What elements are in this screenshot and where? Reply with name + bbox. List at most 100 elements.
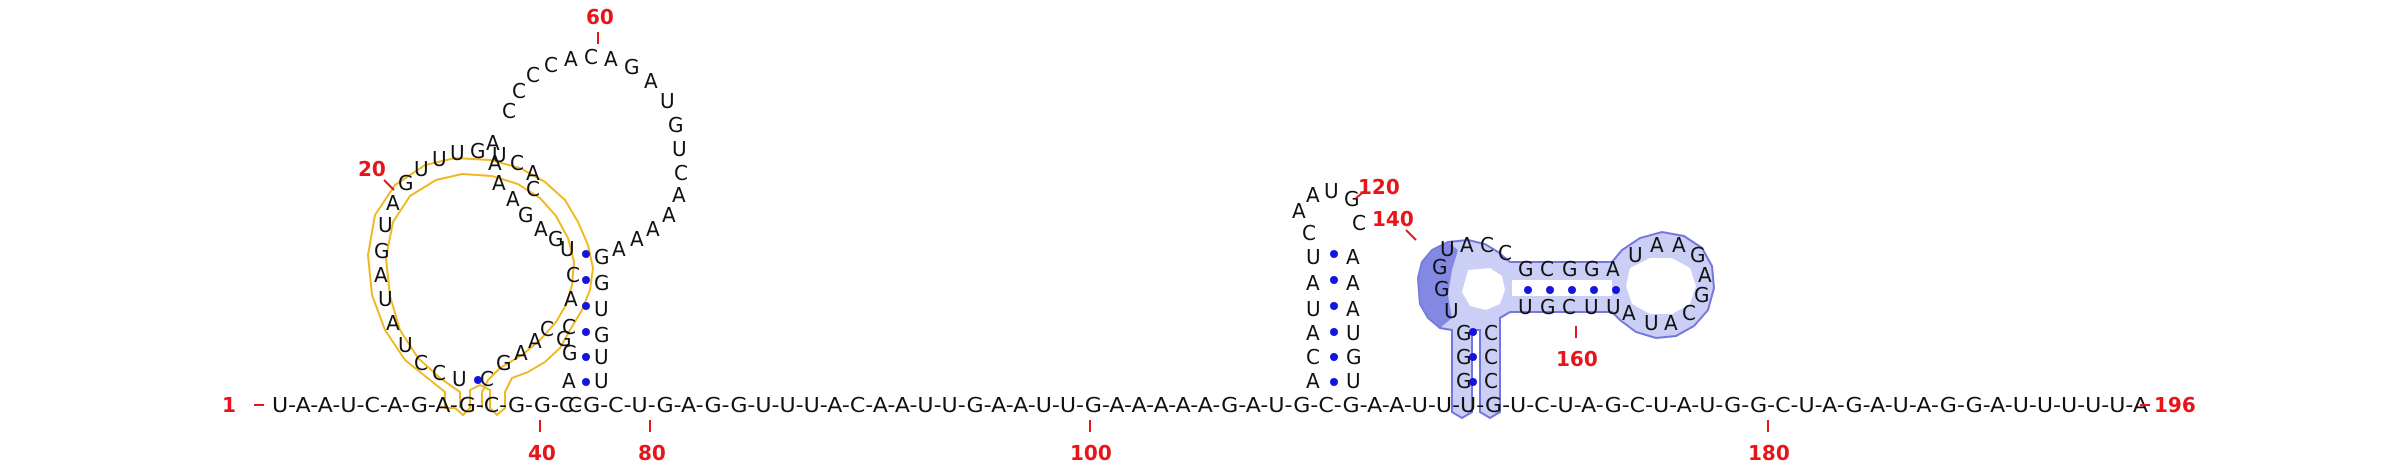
- svg-text:G: G: [594, 323, 610, 347]
- svg-text:A: A: [564, 287, 578, 311]
- svg-text:G: G: [624, 55, 640, 79]
- svg-text:A: A: [672, 183, 686, 207]
- svg-text:U: U: [1584, 295, 1599, 319]
- svg-text:A: A: [492, 171, 506, 195]
- svg-text:C: C: [414, 351, 428, 375]
- svg-text:C: C: [562, 315, 576, 339]
- svg-text:G: G: [668, 113, 684, 137]
- svg-text:G: G: [1432, 255, 1448, 279]
- svg-text:A: A: [374, 263, 388, 287]
- svg-text:A: A: [1346, 245, 1360, 269]
- stem-left: C G A A C G A G C A C U G A G A A A A C …: [480, 45, 688, 417]
- svg-text:A: A: [1306, 369, 1320, 393]
- svg-text:A: A: [1460, 233, 1474, 257]
- svg-text:G: G: [562, 341, 578, 365]
- svg-text:A: A: [488, 151, 502, 175]
- svg-text:C: C: [1480, 233, 1494, 257]
- svg-text:G: G: [556, 327, 572, 351]
- svg-text:C: C: [544, 53, 558, 77]
- svg-text:U: U: [414, 157, 429, 181]
- svg-text:U: U: [492, 143, 507, 167]
- svg-text:A: A: [514, 341, 528, 365]
- base-pair-dots: [474, 250, 1620, 386]
- sequence-backbone: U-A-A-U-C-A-G-A-G-C-G-G-C-G-C-U-G-A-G-G-…: [272, 393, 2148, 417]
- svg-text:G: G: [1694, 283, 1710, 307]
- svg-text:C: C: [480, 367, 494, 391]
- svg-text:G: G: [1584, 257, 1600, 281]
- svg-text:U: U: [452, 367, 467, 391]
- svg-text:A: A: [1672, 233, 1686, 257]
- pos-label-196: 196: [2154, 393, 2196, 417]
- svg-text:U: U: [672, 137, 687, 161]
- svg-text:A: A: [564, 47, 578, 71]
- svg-text:A: A: [1622, 301, 1636, 325]
- pos-label-20: 20: [358, 157, 386, 181]
- svg-text:A: A: [1606, 257, 1620, 281]
- svg-text:A: A: [486, 131, 500, 155]
- svg-text:G: G: [398, 171, 414, 195]
- svg-text:U: U: [432, 147, 447, 171]
- svg-text:G: G: [594, 245, 610, 269]
- svg-text:C: C: [540, 317, 554, 341]
- svg-text:G: G: [518, 203, 534, 227]
- svg-text:A: A: [646, 217, 660, 241]
- svg-text:C: C: [1498, 241, 1512, 265]
- svg-text:U: U: [1440, 237, 1455, 261]
- svg-text:C: C: [1352, 211, 1366, 235]
- svg-text:U: U: [594, 369, 609, 393]
- svg-text:G: G: [1690, 243, 1706, 267]
- svg-text:U: U: [594, 297, 609, 321]
- svg-text:A: A: [528, 329, 542, 353]
- pos-label-1: 1: [222, 393, 236, 417]
- svg-text:C: C: [1484, 321, 1498, 345]
- svg-text:G: G: [496, 351, 512, 375]
- position-labels: 1 20 40 60 80 100 120 140 160 180 196: [222, 5, 2196, 465]
- svg-text:A: A: [562, 369, 576, 393]
- svg-text:G: G: [1344, 187, 1360, 211]
- svg-text:U: U: [1306, 297, 1321, 321]
- svg-text:A: A: [1346, 271, 1360, 295]
- svg-text:C: C: [526, 177, 540, 201]
- svg-text:A: A: [644, 69, 658, 93]
- stem-middle: A C A U A U C A A U G C A A A U G U: [1292, 179, 1366, 393]
- svg-text:G: G: [548, 227, 564, 251]
- svg-text:G: G: [1518, 257, 1534, 281]
- highlight-yellow-region: [366, 156, 595, 417]
- svg-text:A: A: [612, 237, 626, 261]
- svg-text:A: A: [1306, 321, 1320, 345]
- svg-text:C: C: [584, 45, 598, 69]
- svg-text:U: U: [1628, 243, 1643, 267]
- svg-text:G: G: [1456, 321, 1472, 345]
- svg-text:U: U: [1346, 321, 1361, 345]
- svg-text:A: A: [1698, 263, 1712, 287]
- svg-text:C: C: [502, 99, 516, 123]
- svg-text:C: C: [1682, 301, 1696, 325]
- svg-text:A: A: [1650, 233, 1664, 257]
- svg-text:G: G: [1346, 345, 1362, 369]
- svg-text:U: U: [1444, 299, 1459, 323]
- pos-label-160: 160: [1556, 347, 1598, 371]
- highlight-blue-region: [1416, 230, 1716, 420]
- svg-text:A: A: [1306, 271, 1320, 295]
- svg-text:A: A: [1346, 297, 1360, 321]
- pos-label-60: 60: [586, 5, 614, 29]
- svg-text:G: G: [1540, 295, 1556, 319]
- svg-text:U: U: [450, 141, 465, 165]
- svg-text:G: G: [1562, 257, 1578, 281]
- svg-text:A: A: [386, 191, 400, 215]
- svg-text:C: C: [1484, 345, 1498, 369]
- svg-text:U: U: [1324, 179, 1339, 203]
- svg-text:U: U: [398, 333, 413, 357]
- yellow-loop-nucleotides: U C C U A U A G U A G U U U G U C A C: [374, 139, 540, 391]
- svg-text:C: C: [1540, 257, 1554, 281]
- pos-label-180: 180: [1748, 441, 1790, 465]
- pos-label-100: 100: [1070, 441, 1112, 465]
- stem-right: G G G U G G U A C C G C G G A U A A G A …: [1432, 233, 1712, 393]
- svg-text:A: A: [662, 203, 676, 227]
- svg-text:C: C: [512, 79, 526, 103]
- svg-text:A: A: [506, 187, 520, 211]
- svg-text:U: U: [1306, 245, 1321, 269]
- svg-text:A: A: [534, 217, 548, 241]
